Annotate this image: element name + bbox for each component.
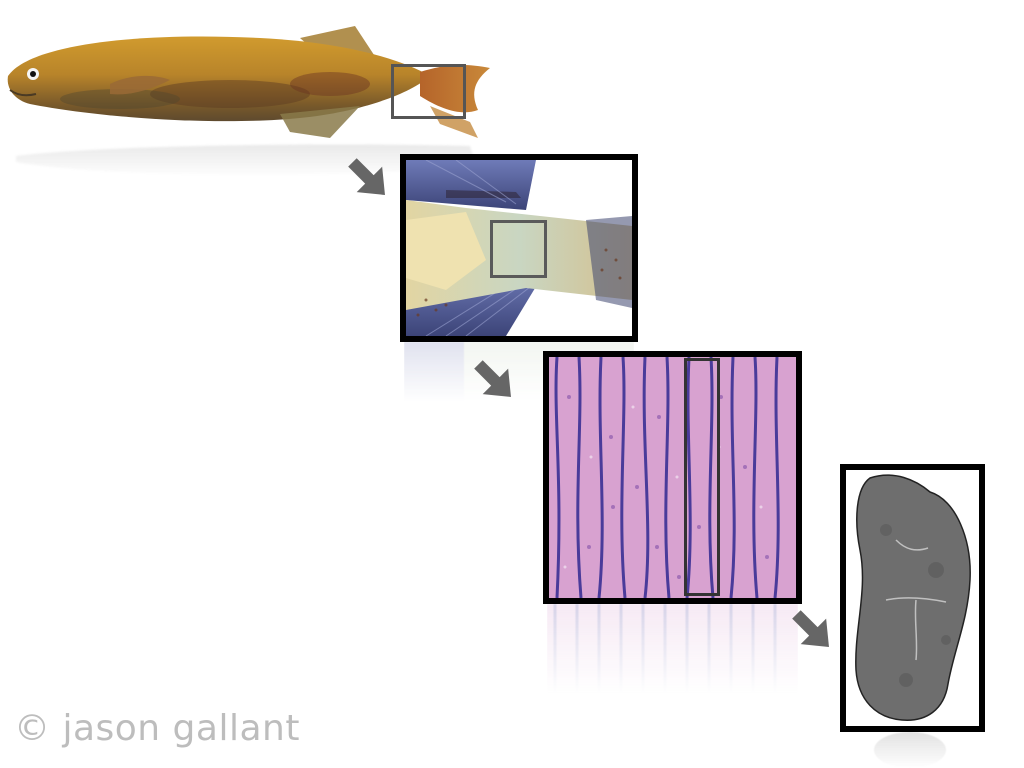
tail-close-up-image [400,154,638,342]
single-cell-micrograph-image [840,464,985,732]
arrow-down-right-icon [792,610,829,647]
fish-image [7,26,490,138]
fish-zoom-box [391,64,466,119]
cell-reflection [860,732,960,768]
copyright-text: © jason gallant [14,708,300,749]
histology-stain-image [543,351,802,604]
histology-reflection [547,604,798,694]
histology-zoom-box [684,358,720,596]
arrow-down-right-icon [348,158,385,195]
arrow-down-right-icon [474,360,511,397]
tail-zoom-box [490,220,547,278]
